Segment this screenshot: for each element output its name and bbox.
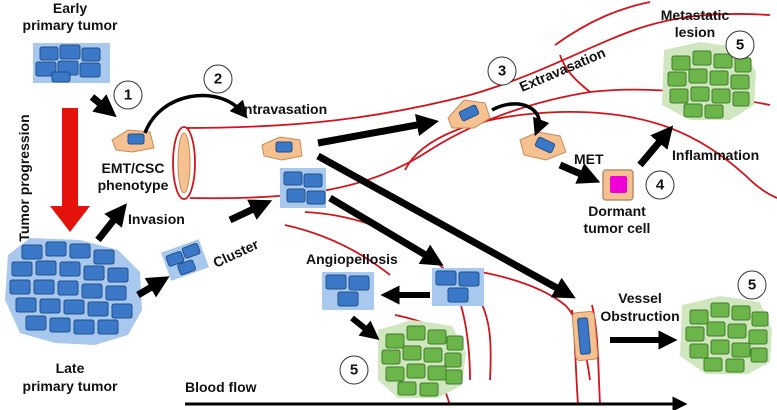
vessel-branch-lower — [404, 111, 777, 199]
step-number-4: 4 — [656, 177, 665, 194]
step-circle-5-top — [725, 30, 755, 60]
label-late-2: primary tumor — [23, 378, 118, 394]
vessel-cross-section — [172, 126, 196, 200]
step-circle-5-right — [737, 270, 767, 300]
label-invasion: Invasion — [128, 211, 185, 227]
vessel-capillary-right-b — [479, 299, 492, 381]
extravasation-cell-a — [447, 99, 491, 129]
arrow-vessel-to-extravasation — [317, 113, 440, 147]
label-vessel-2: Obstruction — [600, 308, 679, 324]
label-blood-flow: Blood flow — [185, 379, 257, 395]
step-number-1: 1 — [124, 87, 132, 104]
process-arrows — [89, 93, 688, 410]
label-early-2: primary tumor — [23, 17, 118, 33]
vessel-main-upper-wall — [184, 13, 771, 129]
early-tumor-cluster — [33, 43, 110, 83]
label-cluster: Cluster — [211, 236, 262, 271]
arrow-to-angiopellosis — [328, 194, 444, 266]
metastatic-lesion-top — [662, 42, 756, 120]
step-number-5-top: 5 — [736, 37, 744, 54]
emt-cell — [111, 129, 155, 153]
label-metastatic-2: lesion — [675, 24, 715, 40]
vessel-branch-upper-a — [554, 1, 651, 46]
label-extravasation: Extravasation — [517, 44, 608, 95]
label-emt-2: phenotype — [98, 177, 169, 193]
arrow-late-to-cluster — [136, 276, 170, 299]
arrow-to-obstruction — [316, 152, 576, 299]
angiopellosis-cluster-vessel — [432, 268, 484, 306]
label-angiopellosis: Angiopellosis — [306, 251, 398, 267]
label-inflammation: Inflammation — [672, 147, 759, 163]
circulating-cell — [261, 136, 303, 161]
label-early-1: Early — [53, 0, 87, 16]
step-number-2: 2 — [214, 71, 222, 88]
cluster-cells — [161, 239, 209, 281]
label-emt-1: EMT/CSC — [102, 160, 165, 176]
vessel-capillary-left-b — [284, 224, 391, 276]
arrow-dormant-to-lesion — [637, 125, 674, 168]
arrow-early-to-emt — [89, 94, 117, 118]
label-met: MET — [574, 151, 604, 167]
step-circles — [113, 30, 767, 385]
arrow-cluster-to-vessel — [228, 199, 273, 224]
step-circle-2 — [203, 64, 233, 94]
arrow-step2-curve — [143, 93, 248, 134]
label-late-1: Late — [56, 360, 85, 376]
arrow-to-dormant — [558, 161, 601, 184]
step-circle-4 — [645, 170, 675, 200]
metastatic-lesion-right — [680, 296, 772, 374]
label-dormant-2: tumor cell — [584, 220, 651, 236]
arrow-step3-curve — [491, 102, 550, 137]
arrow-angio-to-lesion — [350, 315, 380, 340]
step-number-5-bottom: 5 — [350, 362, 358, 379]
step-circle-3 — [487, 56, 517, 86]
label-vessel-1: Vessel — [618, 290, 662, 306]
label-dormant-1: Dormant — [588, 203, 646, 219]
metastatic-lesion-bottom — [378, 320, 466, 398]
step-circle-1 — [113, 80, 143, 110]
step-numbers: 1 2 3 4 5 5 5 — [124, 37, 756, 379]
step-number-5-right: 5 — [748, 277, 756, 294]
step-circle-5-bottom — [339, 355, 369, 385]
obstructing-cell — [571, 310, 599, 362]
circulating-cluster — [280, 168, 326, 208]
arrow-late-to-emt — [95, 203, 127, 243]
step-number-3: 3 — [498, 63, 506, 80]
label-intravasation: Intravasation — [240, 101, 327, 117]
dormant-cell — [602, 169, 634, 201]
extravasation-cell-b — [519, 131, 567, 161]
tumor-progression-arrow — [50, 108, 90, 232]
vessel-branch-upper-b — [559, 54, 591, 93]
label-tumor-progression: Tumor progression — [16, 114, 32, 241]
angiopellosis-cluster-outside — [322, 272, 374, 310]
late-tumor-cluster — [5, 238, 142, 345]
label-metastatic-1: Metastatic — [661, 7, 730, 23]
